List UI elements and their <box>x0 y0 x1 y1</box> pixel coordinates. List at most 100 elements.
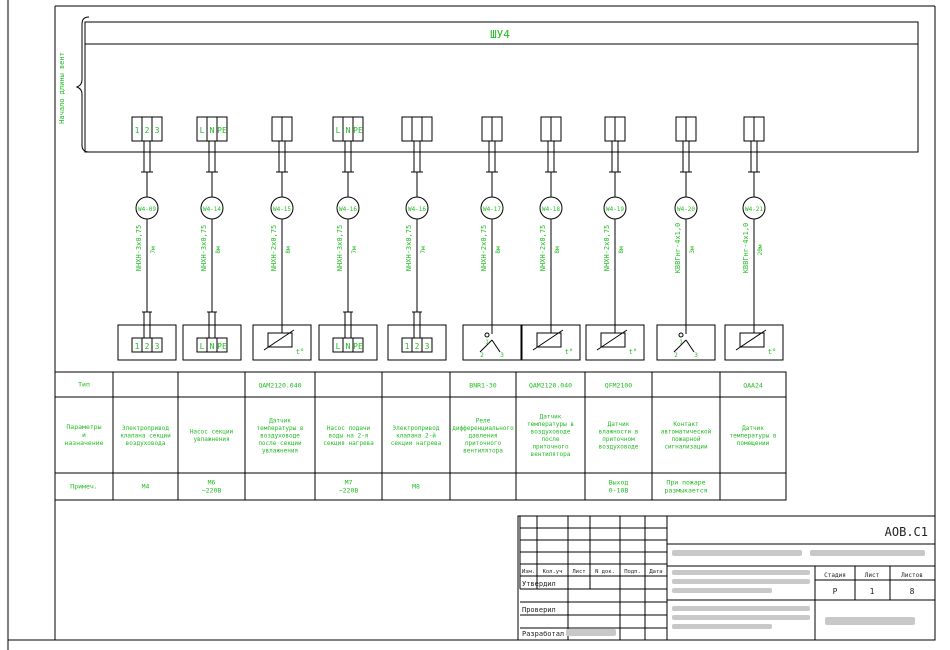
bottom-terminal-label: N <box>210 342 215 351</box>
spec-note-cell: М7~220В <box>339 479 359 495</box>
relay-pin: 3 <box>500 352 504 359</box>
cable-id: W4-16 <box>339 206 357 213</box>
relay-contact <box>491 339 501 353</box>
bottom-terminal-block <box>196 337 228 353</box>
sheet-value: 1 <box>870 587 875 596</box>
cabinet-name: ШУ4 <box>490 28 510 41</box>
stage-header: Стадия <box>824 572 846 579</box>
cable-length: 7м <box>150 246 157 254</box>
cabinet-box <box>84 21 919 153</box>
sheets-value: 8 <box>910 587 915 596</box>
cable-id: W4-14 <box>203 206 221 213</box>
tb-header: Кол.уч <box>543 569 563 575</box>
top-terminal-label: 3 <box>155 126 160 135</box>
sensor-symbol: t° <box>629 348 637 356</box>
blurred-object-line-3 <box>672 588 772 593</box>
spec-note-cell: М6~220В <box>202 479 222 495</box>
relay-pin: 1 <box>679 339 683 346</box>
cable-id: W4-09 <box>138 206 156 213</box>
tb-header: Подп. <box>624 569 641 575</box>
bottom-terminal-label: PE <box>217 342 227 351</box>
top-terminal-label: 1 <box>135 126 140 135</box>
spec-note-cell: М8 <box>412 483 420 491</box>
blurred-sheet-line-2 <box>672 615 810 620</box>
spec-table-frame <box>54 371 787 501</box>
blurred-project-name <box>672 550 802 556</box>
bottom-terminal-label: 1 <box>135 342 140 351</box>
cable-length: 7м <box>351 246 358 254</box>
bottom-terminal-label: 3 <box>155 342 160 351</box>
spec-type-cell: BNR1-30 <box>469 382 496 390</box>
tb-role: Проверил <box>522 606 556 614</box>
bottom-terminal-label: N <box>346 342 351 351</box>
relay-pin: 1 <box>485 339 489 346</box>
sensor-icon <box>267 332 293 348</box>
doc-code: АОВ.С1 <box>885 525 928 539</box>
cable-length: 8м <box>554 246 561 254</box>
sensor-diagonal <box>532 329 564 351</box>
cable-type: NHXH-3x0,75 <box>405 225 413 271</box>
top-terminal-label: PE <box>353 126 363 135</box>
bottom-terminal-block <box>401 337 433 353</box>
sheet-header: Лист <box>865 572 880 579</box>
spec-row-label: Тип <box>78 381 90 389</box>
tb-role: Разработал <box>522 630 564 638</box>
spec-type-cell: QAA24 <box>743 382 763 390</box>
cable-type: NHXH-3x0,75 <box>200 225 208 271</box>
top-terminal-block <box>131 116 163 142</box>
spec-row-label: Примеч. <box>70 483 97 491</box>
tb-header: Дата <box>649 569 662 575</box>
top-terminal-block <box>196 116 228 142</box>
cable-length: 3м <box>689 246 696 254</box>
bottom-terminal-label: PE <box>353 342 363 351</box>
cabinet-brace <box>75 16 90 153</box>
cable-type: NHXH-3x0,75 <box>135 225 143 271</box>
tb-header: N док. <box>595 569 615 575</box>
top-terminal-label: N <box>346 126 351 135</box>
cable-type: КВВГнг-4x1,0 <box>674 223 682 274</box>
bottom-terminal-label: 2 <box>415 342 420 351</box>
top-terminal-label: 2 <box>145 126 150 135</box>
sensor-symbol: t° <box>565 348 573 356</box>
tb-header: Лист <box>572 569 585 575</box>
spec-type-cell: QAM2120.040 <box>529 382 572 390</box>
bottom-terminal-block <box>131 337 163 353</box>
cable-id: W4-21 <box>745 206 763 213</box>
device-box <box>387 324 447 361</box>
cable-length: 8м <box>618 246 625 254</box>
sensor-icon <box>600 332 626 348</box>
blurred-company <box>825 617 915 625</box>
relay-pivot-icon <box>678 332 684 338</box>
bottom-terminal-label: L <box>336 342 341 351</box>
cable-id: W4-15 <box>273 206 291 213</box>
cable-length: 8м <box>495 246 502 254</box>
cable-type: NHXH-3x0,75 <box>336 225 344 271</box>
bottom-terminal-label: 2 <box>145 342 150 351</box>
cable-id: W4-17 <box>483 206 501 213</box>
cable-length: 7м <box>420 246 427 254</box>
top-terminal-label: PE <box>217 126 227 135</box>
top-terminal-label: L <box>200 126 205 135</box>
blurred-object-line-1 <box>672 570 810 575</box>
